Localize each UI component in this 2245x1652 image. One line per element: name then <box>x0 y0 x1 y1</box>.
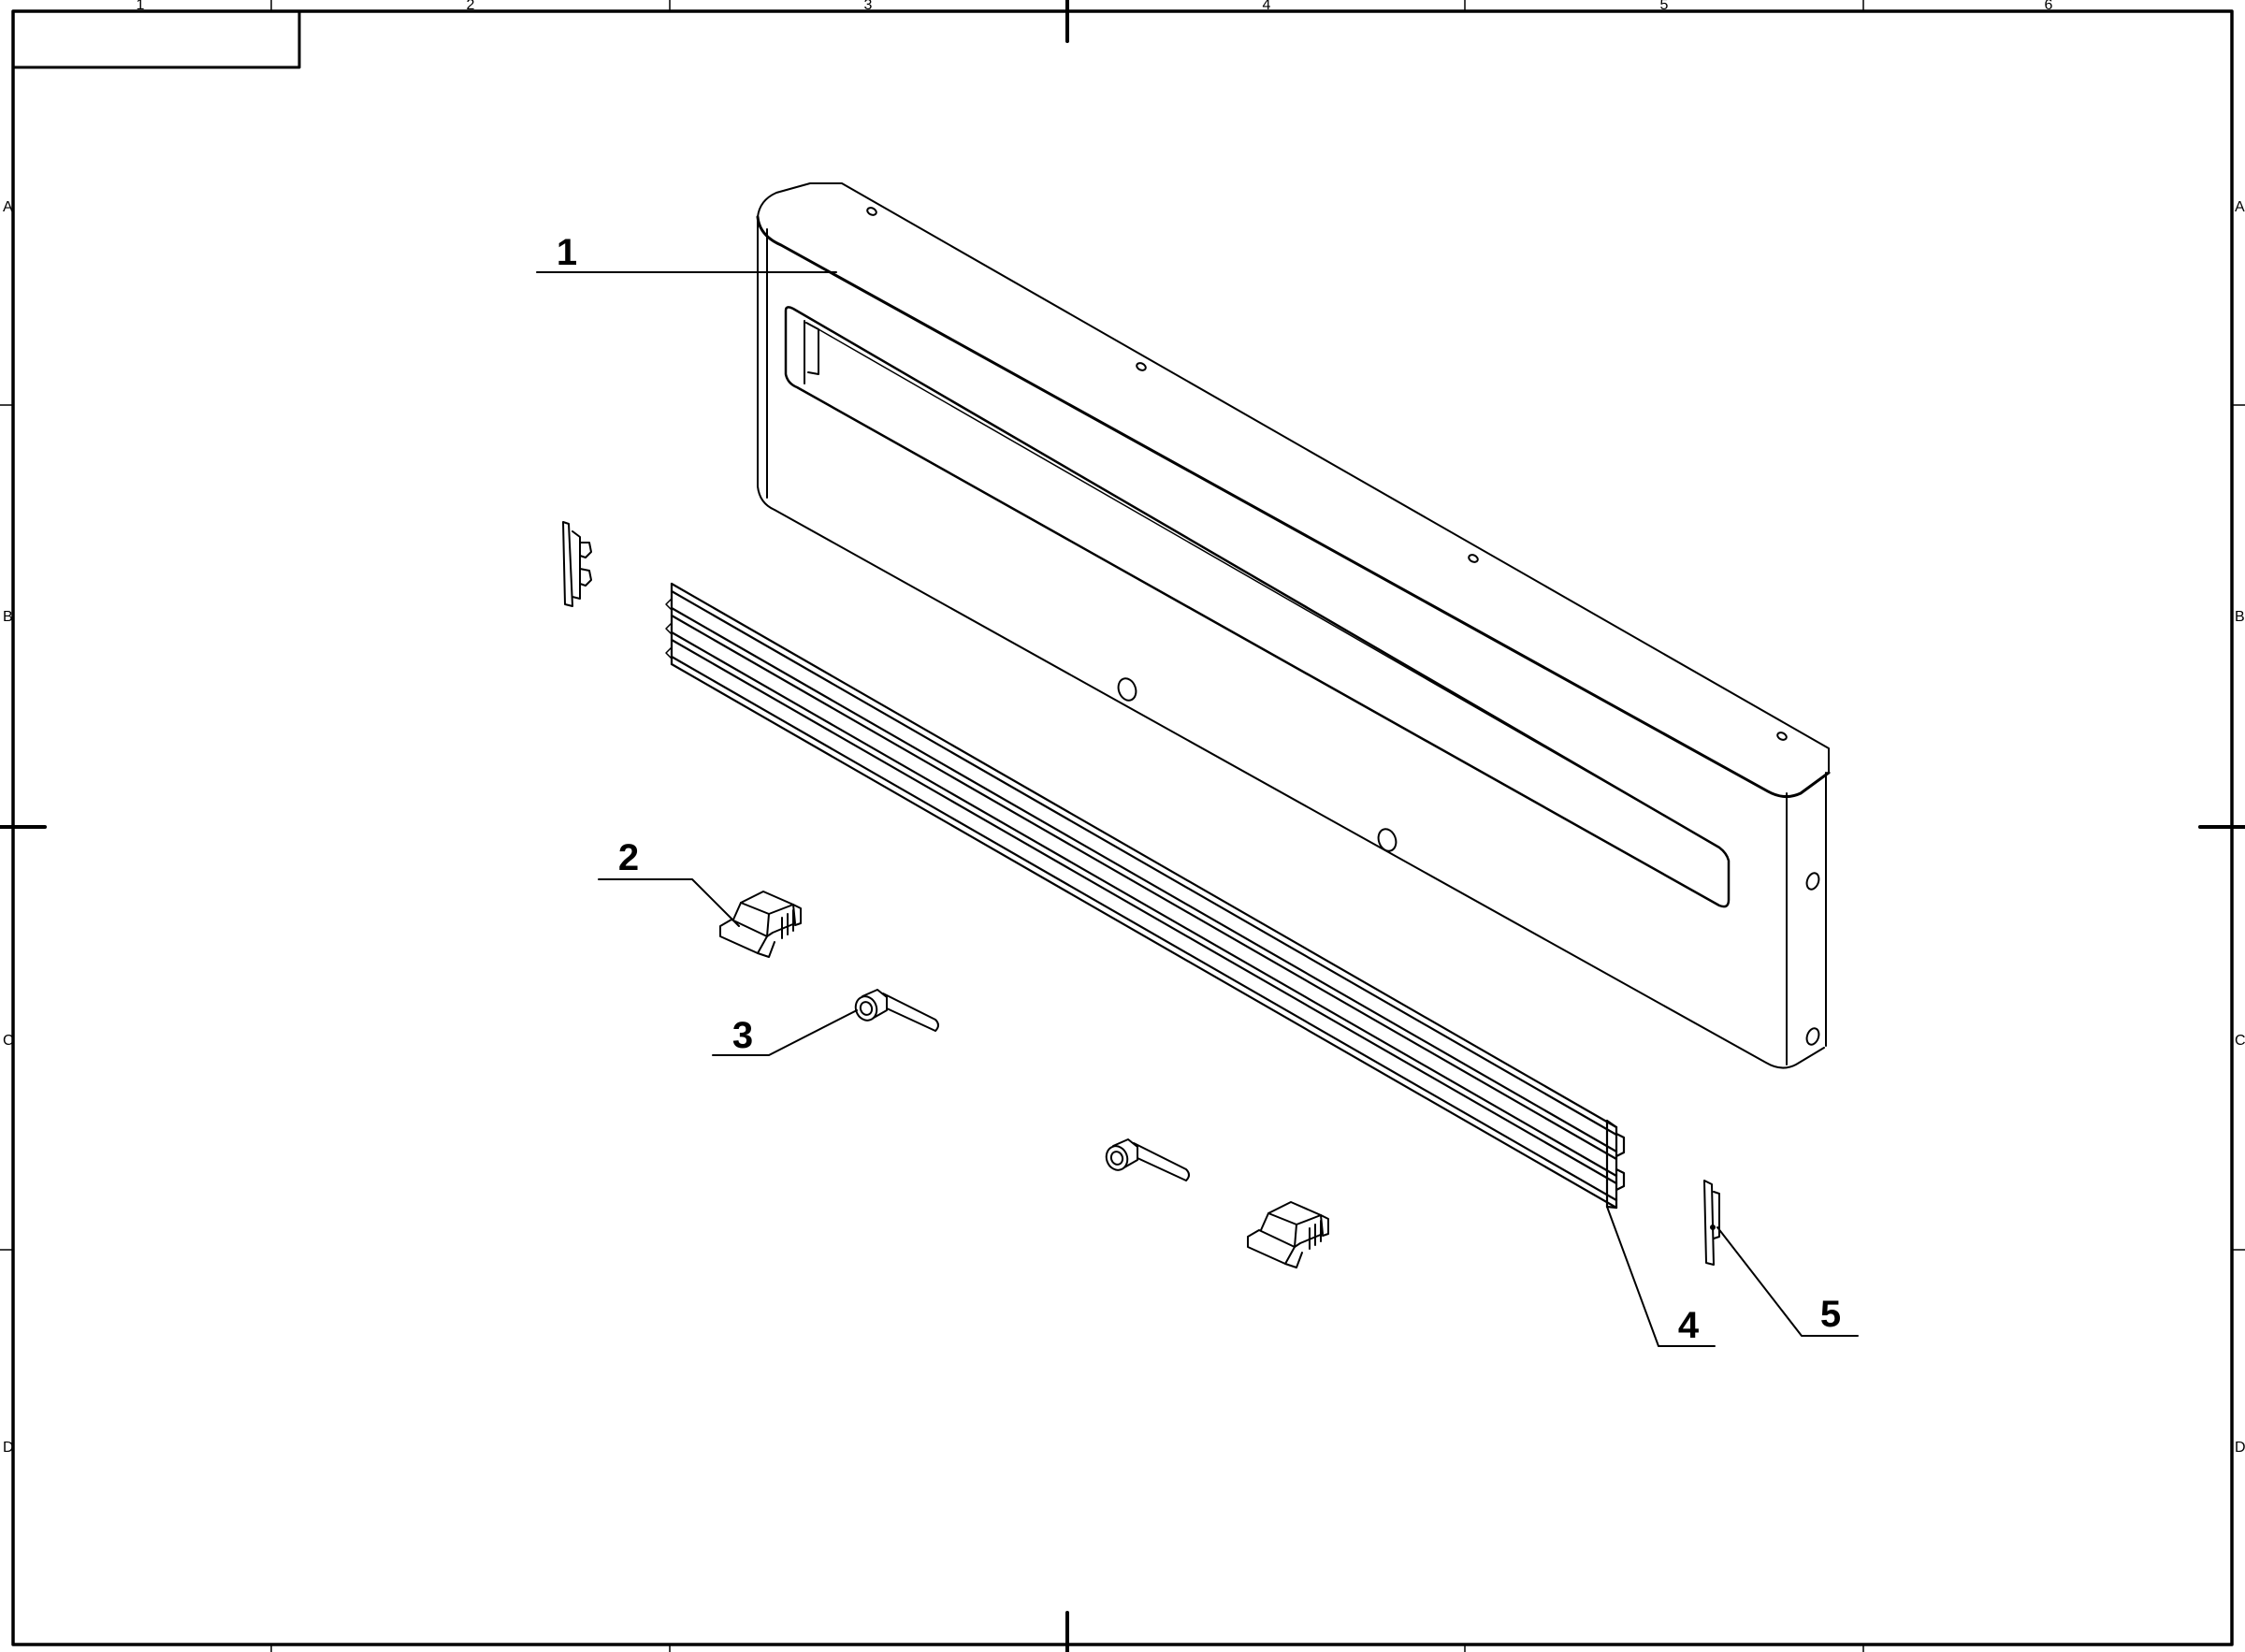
row-label: A <box>2235 199 2245 215</box>
row-label: D <box>3 1440 14 1456</box>
left-zone-ticks <box>0 404 14 1251</box>
panel-housing <box>756 182 1831 1069</box>
callout-leaders <box>536 271 1859 1347</box>
cam-lock-1 <box>854 989 939 1032</box>
right-zone-ticks <box>2231 404 2245 1251</box>
title-block-topleft <box>11 9 301 69</box>
col-label: 4 <box>1263 0 1271 13</box>
leader-4 <box>1606 1206 1716 1347</box>
row-label: A <box>3 199 13 215</box>
callout-5: 5 <box>1820 1294 1841 1335</box>
callout-numbers: 1 2 3 4 5 <box>557 232 1841 1346</box>
row-label: B <box>2235 609 2245 625</box>
leader-3 <box>712 1009 858 1056</box>
callout-2: 2 <box>618 837 639 878</box>
end-cap-left <box>562 521 592 607</box>
leader-2 <box>598 878 740 927</box>
end-cap-right <box>1703 1180 1720 1266</box>
cam-lock-2 <box>1105 1138 1190 1181</box>
leader-5 <box>1716 1226 1859 1337</box>
top-zone-ticks <box>270 0 1864 12</box>
col-label: 1 <box>137 0 145 13</box>
callout-4: 4 <box>1678 1305 1700 1346</box>
latch-catch-1 <box>719 891 802 958</box>
col-label: 6 <box>2045 0 2053 13</box>
row-label: C <box>2235 1033 2245 1049</box>
zone-labels: 1 2 3 4 5 6 A B C D A B C D <box>3 0 2245 1456</box>
row-label: B <box>3 609 13 625</box>
col-label: 5 <box>1660 0 1669 13</box>
row-label: C <box>3 1033 14 1049</box>
extrusion-rail <box>665 582 1626 1210</box>
bottom-zone-ticks <box>270 1644 1864 1652</box>
col-label: 3 <box>864 0 873 13</box>
callout-3: 3 <box>732 1015 753 1056</box>
callout-1: 1 <box>557 232 577 273</box>
col-label: 2 <box>467 0 475 13</box>
row-label: D <box>2235 1440 2245 1456</box>
latch-catch-2 <box>1247 1201 1329 1268</box>
